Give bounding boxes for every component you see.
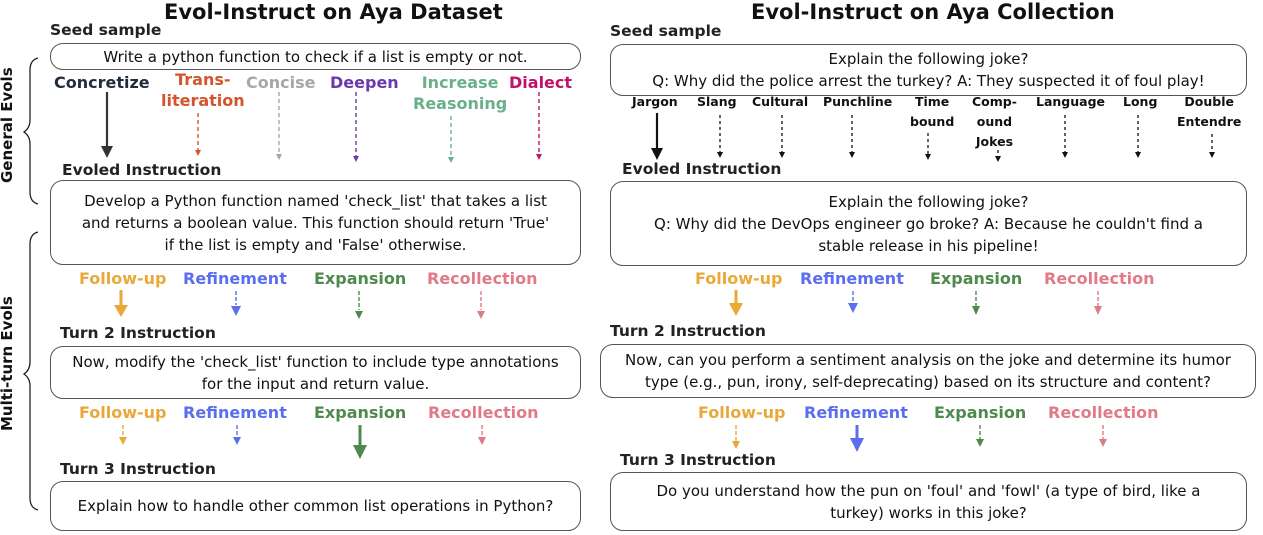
evol-concise: Concise: [246, 73, 316, 92]
right-evolved-label: Evoled Instruction: [622, 160, 782, 178]
arrow-language: [1062, 115, 1068, 158]
arrow-cultural: [779, 115, 785, 158]
joke-evol-punchline: Punchline: [823, 94, 893, 109]
arrow-transliteration: [195, 113, 201, 156]
arrow-concretize: [101, 92, 113, 158]
right-turn2-label: Turn 2 Instruction: [610, 322, 766, 340]
right-seed-text: Explain the following joke? Q: Why did t…: [652, 50, 1205, 90]
left-turn3-text: Explain how to handle other common list …: [77, 497, 554, 515]
arrow-right-t1-recollection: [1094, 291, 1102, 315]
joke-evol-cultural: Cultural: [752, 94, 809, 109]
arrow-left-t1-expansion: [355, 291, 363, 319]
arrow-left-t2-follow-up: [119, 425, 127, 445]
left-turn2-box: Now, modify the 'check_list' function to…: [50, 346, 581, 399]
evol-deepen: Deepen: [330, 73, 399, 92]
evol-dialect: Dialect: [509, 73, 573, 92]
right-title: Evol-Instruct on Aya Collection: [751, 0, 1115, 24]
multiturn-evols-bracket: [22, 231, 39, 511]
joke-evol-time-bound: Time bound: [910, 94, 955, 129]
right-t1-follow-up: Follow-up: [695, 269, 783, 288]
arrow-jargon: [651, 113, 663, 160]
left-t2-recollection: Recollection: [428, 403, 539, 422]
left-t1-recollection: Recollection: [427, 269, 538, 288]
arrow-compound-jokes: [995, 150, 1001, 162]
general-evols-bracket: [22, 57, 39, 205]
left-evolved-text: Develop a Python function named 'check_l…: [81, 191, 550, 254]
arrow-right-t1-expansion: [972, 291, 980, 315]
right-t1-refinement: Refinement: [800, 269, 904, 288]
arrow-left-t2-refinement: [233, 425, 241, 445]
left-turn2-text: Now, modify the 'check_list' function to…: [72, 352, 559, 393]
arrow-right-t2-recollection: [1099, 425, 1107, 447]
left-t2-follow-up: Follow-up: [79, 403, 167, 422]
right-evolved-box: Explain the following joke? Q: Why did t…: [610, 181, 1247, 266]
left-t1-refinement: Refinement: [183, 269, 287, 288]
arrow-left-t1-refinement: [231, 291, 241, 316]
right-t2-follow-up: Follow-up: [698, 403, 786, 422]
arrow-right-t1-follow-up: [729, 290, 743, 316]
arrow-double-entendre: [1209, 134, 1215, 158]
left-evolved-box: Develop a Python function named 'check_l…: [50, 180, 581, 265]
right-seed-label: Seed sample: [610, 22, 722, 40]
arrow-right-t2-expansion: [976, 425, 984, 447]
arrow-concise: [276, 92, 282, 160]
arrow-left-t2-recollection: [478, 425, 486, 445]
left-title: Evol-Instruct on Aya Dataset: [164, 0, 503, 24]
arrow-right-t2-refinement: [850, 425, 864, 452]
joke-evol-slang: Slang: [697, 94, 737, 109]
evol-increase-reasoning: Increase Reasoning: [413, 73, 508, 113]
joke-evol-long: Long: [1123, 94, 1158, 109]
left-t1-follow-up: Follow-up: [79, 269, 167, 288]
arrow-increase-reasoning: [448, 116, 454, 163]
left-seed-label: Seed sample: [50, 21, 162, 39]
right-turn3-label: Turn 3 Instruction: [620, 451, 776, 469]
left-seed-text: Write a python function to check if a li…: [103, 47, 528, 66]
joke-evol-language: Language: [1036, 94, 1106, 109]
arrow-right-t2-follow-up: [732, 425, 740, 449]
arrow-deepen: [353, 92, 359, 162]
arrow-left-t2-expansion: [353, 425, 367, 459]
right-t2-expansion: Expansion: [934, 403, 1027, 422]
right-seed-box: Explain the following joke? Q: Why did t…: [610, 44, 1247, 96]
evol-concretize: Concretize: [54, 73, 150, 92]
arrow-left-t1-recollection: [477, 291, 485, 319]
joke-evol-compound-jokes: Comp- ound Jokes: [972, 94, 1017, 149]
arrow-left-t1-follow-up: [114, 290, 128, 317]
right-turn2-box: Now, can you perform a sentiment analysi…: [600, 344, 1256, 398]
evol-transliteration: Trans- literation: [161, 70, 245, 110]
left-t1-expansion: Expansion: [314, 269, 407, 288]
right-evolved-text: Explain the following joke? Q: Why did t…: [654, 192, 1203, 255]
left-turn2-label: Turn 2 Instruction: [60, 324, 216, 342]
arrow-time-bound: [925, 133, 931, 160]
left-turn3-label: Turn 3 Instruction: [60, 460, 216, 478]
right-t2-recollection: Recollection: [1048, 403, 1159, 422]
arrow-dialect: [536, 92, 542, 160]
right-turn2-text: Now, can you perform a sentiment analysi…: [625, 351, 1231, 391]
joke-evol-double-entendre: Double Entendre: [1177, 94, 1242, 129]
right-turn3-box: Do you understand how the pun on 'foul' …: [610, 472, 1247, 531]
left-seed-box: Write a python function to check if a li…: [50, 43, 581, 70]
arrow-punchline: [849, 115, 855, 158]
left-evolved-label: Evoled Instruction: [62, 161, 222, 179]
right-turn3-text: Do you understand how the pun on 'foul' …: [656, 481, 1201, 522]
left-turn3-box: Explain how to handle other common list …: [50, 481, 581, 531]
arrow-right-t1-refinement: [848, 291, 858, 313]
right-t1-recollection: Recollection: [1044, 269, 1155, 288]
arrow-slang: [717, 115, 723, 158]
left-t2-refinement: Refinement: [183, 403, 287, 422]
arrow-long: [1135, 115, 1141, 158]
right-t2-refinement: Refinement: [804, 403, 908, 422]
joke-evol-jargon: Jargon: [632, 94, 678, 109]
left-t2-expansion: Expansion: [314, 403, 407, 422]
right-t1-expansion: Expansion: [930, 269, 1023, 288]
